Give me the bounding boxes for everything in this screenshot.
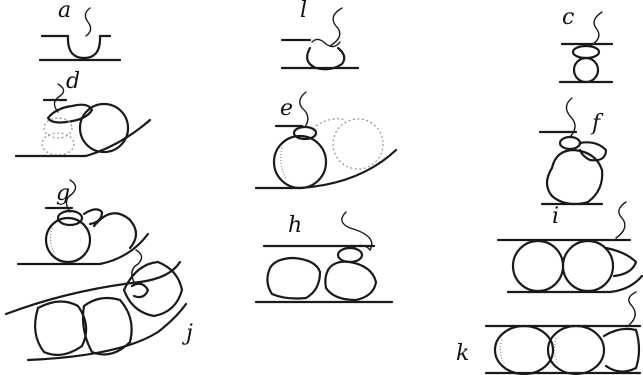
panel-g: g [18,180,148,264]
flagellum [300,92,308,127]
panel-b: l [282,0,358,69]
label-e: e [280,96,293,121]
round-cell-left [267,258,320,299]
panel-f: f [540,98,606,204]
upper-membrane [6,262,180,314]
panel-k: k [456,292,640,374]
label-f: f [590,111,604,136]
flagellum [616,202,626,238]
label-b: l [300,0,307,23]
bud-neck [312,39,340,46]
ghost-cell [333,119,383,169]
round-cell [547,150,602,204]
lower-membrane [18,234,148,264]
label-a: a [58,0,71,23]
small-cell [560,137,580,149]
cell-three [604,329,639,372]
small-cell [573,46,599,58]
cell-shading [554,338,558,364]
bud-cell [68,36,100,58]
panel-c: c [560,5,612,82]
cell-two [548,326,604,374]
panel-e: e [256,92,396,188]
bud-cell [307,48,344,69]
small-cell [132,284,148,297]
label-k: k [456,341,469,366]
bud-cell [606,248,636,276]
small-cell [338,248,362,262]
cell-one [35,301,86,354]
flagellum [628,292,636,326]
round-cell [574,58,598,82]
label-g: g [56,181,70,206]
round-cell [80,104,128,152]
panel-d: d [16,69,150,156]
cell-shading [50,228,54,252]
lower-membrane [28,304,186,360]
label-d: d [66,69,80,94]
label-h: h [288,213,302,238]
cell-shading [281,148,286,178]
partial-cell [94,213,136,248]
flagellum [342,212,372,250]
flagellum [132,250,142,282]
cell-one [495,326,553,374]
round-cell-left [513,241,563,291]
ghost-cell [42,133,74,155]
panel-h: h [256,212,392,302]
flagellum [330,8,342,46]
label-j: j [181,321,193,346]
cell-shading [500,340,504,364]
round-cell [274,136,326,188]
flagellum [85,8,90,36]
label-c: c [562,5,574,30]
flagellum [590,12,602,46]
panel-a: a [40,0,120,60]
round-cell-right [325,262,376,300]
panel-i: i [498,202,642,292]
panel-j: j [6,250,193,360]
label-i: i [552,204,559,229]
